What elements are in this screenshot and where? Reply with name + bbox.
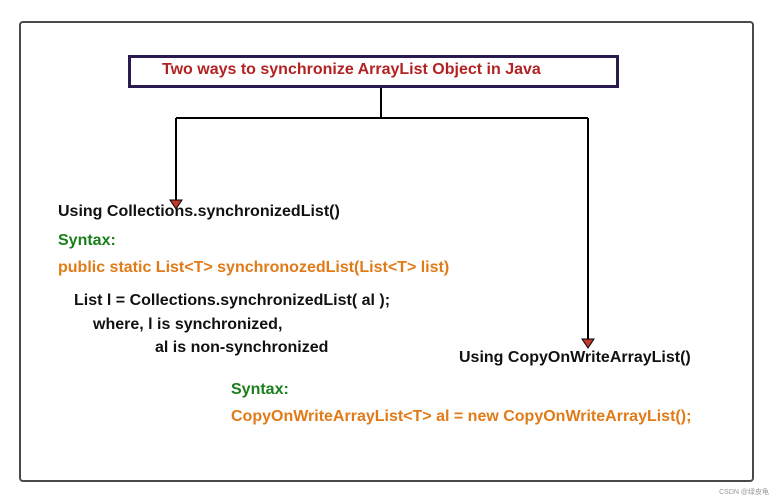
right-code: CopyOnWriteArrayList<T> al = new CopyOnW… xyxy=(231,408,692,425)
watermark: CSDN @绿皮龟 xyxy=(719,489,769,496)
diagram-title: Two ways to synchronize ArrayList Object… xyxy=(162,61,541,78)
left-code-line-1: List l = Collections.synchronizedList( a… xyxy=(74,292,391,309)
left-signature: public static List<T> synchronozedList(L… xyxy=(58,259,450,276)
left-arrow-head xyxy=(169,199,183,210)
left-syntax-label: Syntax: xyxy=(58,232,116,249)
left-code-line-2: where, l is synchronized, xyxy=(93,316,283,333)
right-heading: Using CopyOnWriteArrayList() xyxy=(459,349,691,366)
diagram-frame xyxy=(19,21,754,482)
left-heading: Using Collections.synchronizedList() xyxy=(58,203,340,220)
right-arrow-head xyxy=(581,338,595,349)
right-syntax-label: Syntax: xyxy=(231,381,289,398)
title-box xyxy=(128,55,619,88)
left-code-line-3: al is non-synchronized xyxy=(155,339,329,356)
